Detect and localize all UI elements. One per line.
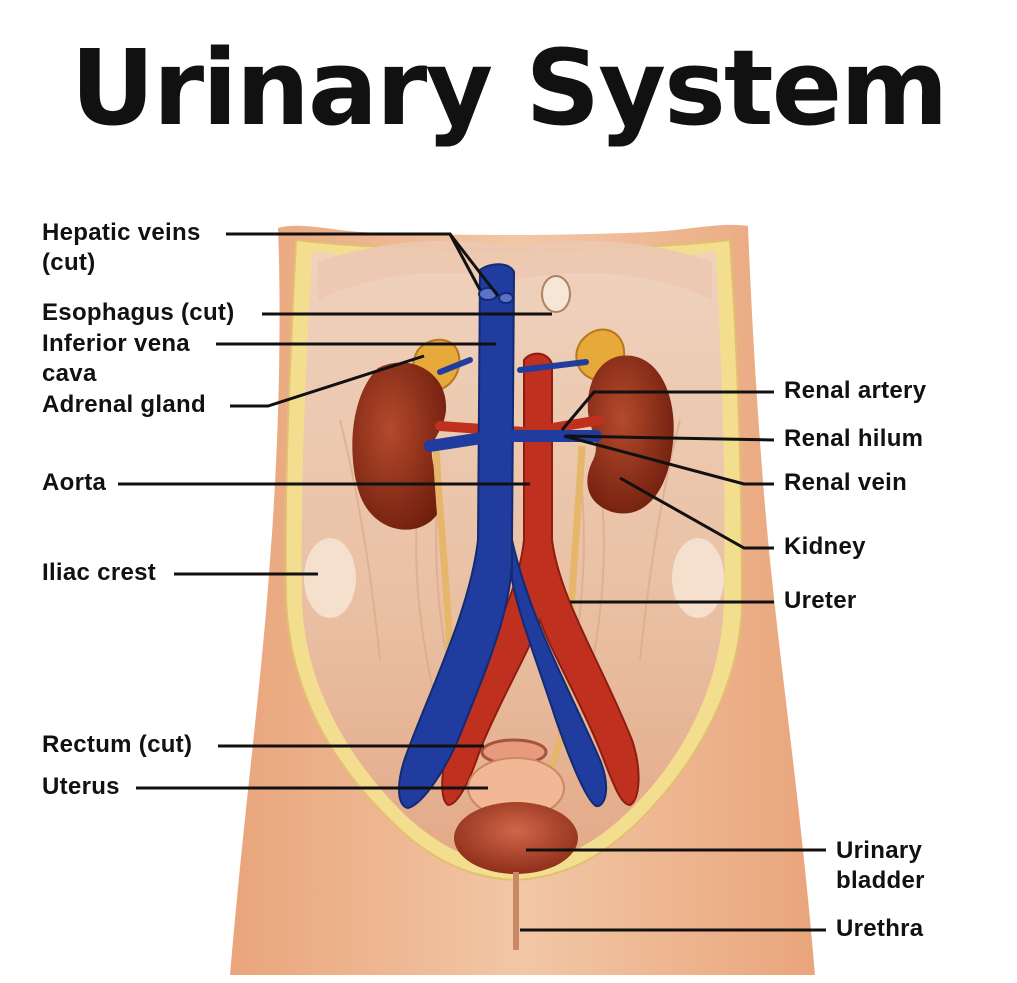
label-urinary-bladder: Urinary bladder — [836, 837, 925, 894]
urinary-bladder — [454, 802, 578, 874]
label-renal-hilum: Renal hilum — [784, 425, 924, 452]
label-esophagus: Esophagus (cut) — [42, 299, 235, 326]
label-urethra: Urethra — [836, 915, 924, 942]
label-aorta: Aorta — [42, 469, 107, 496]
diaphragm — [318, 240, 712, 300]
kidney-left — [352, 362, 447, 530]
kidney-right — [587, 355, 674, 514]
label-inferior-vena-cava: Inferior vena cava — [42, 330, 190, 387]
label-ureter: Ureter — [784, 587, 857, 614]
label-iliac-crest: Iliac crest — [42, 559, 157, 586]
label-rectum: Rectum (cut) — [42, 731, 193, 758]
page-title: Urinary System — [70, 27, 948, 149]
label-uterus: Uterus — [42, 773, 120, 800]
iliac-crest-shape — [304, 538, 356, 618]
leader-lines — [118, 232, 826, 932]
label-adrenal-gland: Adrenal gland — [42, 391, 206, 418]
label-renal-vein: Renal vein — [784, 469, 908, 496]
label-kidney: Kidney — [784, 533, 866, 560]
esophagus-cut — [541, 275, 571, 313]
label-hepatic-veins: Hepatic veins (cut) — [42, 219, 201, 276]
label-renal-artery: Renal artery — [784, 377, 927, 404]
